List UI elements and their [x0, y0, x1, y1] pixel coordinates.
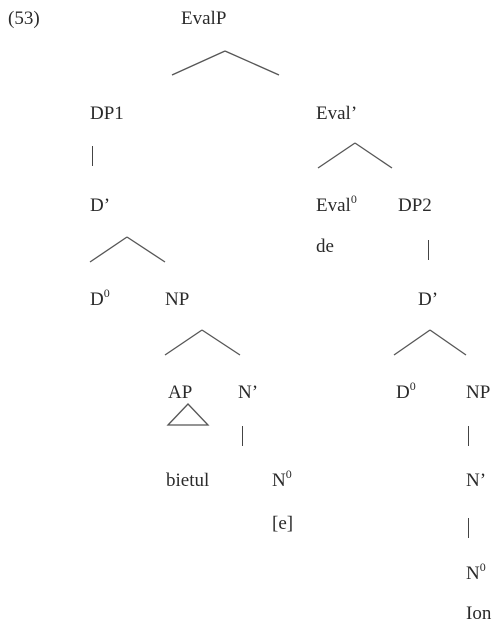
line-nbar1-to-n0 — [242, 426, 244, 446]
branch-dbar1-left — [89, 236, 128, 263]
node-eval-bar: Eval’ — [316, 103, 358, 124]
ap-triangle — [166, 403, 210, 426]
node-evalp: EvalP — [181, 8, 227, 29]
node-dp1: DP1 — [90, 103, 124, 124]
node-eval0: Eval0 — [316, 192, 357, 217]
node-n0-2-sup: 0 — [479, 560, 486, 574]
node-ion: Ion — [466, 603, 492, 624]
node-dp2: DP2 — [398, 195, 432, 216]
branch-dbar2-left — [393, 329, 431, 356]
branch-evalp-right — [224, 50, 280, 76]
node-d0-2-sup: 0 — [409, 379, 416, 393]
line-dp1-to-dbar — [92, 146, 94, 166]
branch-dbar1-right — [126, 236, 166, 263]
node-eval0-base: Eval — [316, 195, 351, 216]
branch-dbar2-right — [429, 329, 467, 356]
node-n-bar-2: N’ — [466, 470, 487, 491]
node-ap: AP — [168, 382, 193, 403]
node-d0-1-base: D — [90, 289, 104, 310]
node-d0-1: D0 — [90, 286, 110, 311]
branch-evalp-left — [171, 50, 226, 76]
node-n0-2-base: N — [466, 563, 480, 584]
node-np-1: NP — [165, 289, 190, 310]
node-n0-1: N0 — [272, 467, 292, 492]
branch-np1-right — [201, 329, 241, 356]
line-dp2-to-dbar — [428, 240, 430, 260]
node-np-2: NP — [466, 382, 491, 403]
line-nbar2-to-n0 — [468, 518, 470, 538]
branch-np1-left — [164, 329, 203, 356]
node-d-bar-1: D’ — [90, 195, 111, 216]
line-np2-to-nbar — [468, 426, 470, 446]
branch-evalbar-left — [317, 142, 356, 169]
node-empty-category: [e] — [272, 513, 294, 534]
node-n0-1-sup: 0 — [285, 467, 292, 481]
node-eval0-sup: 0 — [350, 192, 357, 206]
node-n0-2: N0 — [466, 560, 486, 585]
node-d0-2: D0 — [396, 379, 416, 404]
node-d0-1-sup: 0 — [103, 286, 110, 300]
node-d0-2-base: D — [396, 382, 410, 403]
node-d-bar-2: D’ — [418, 289, 439, 310]
node-n-bar-1: N’ — [238, 382, 259, 403]
node-de: de — [316, 236, 334, 257]
node-n0-1-base: N — [272, 470, 286, 491]
node-bietul: bietul — [166, 470, 210, 491]
example-number: (53) — [8, 8, 40, 29]
branch-evalbar-right — [354, 142, 393, 169]
